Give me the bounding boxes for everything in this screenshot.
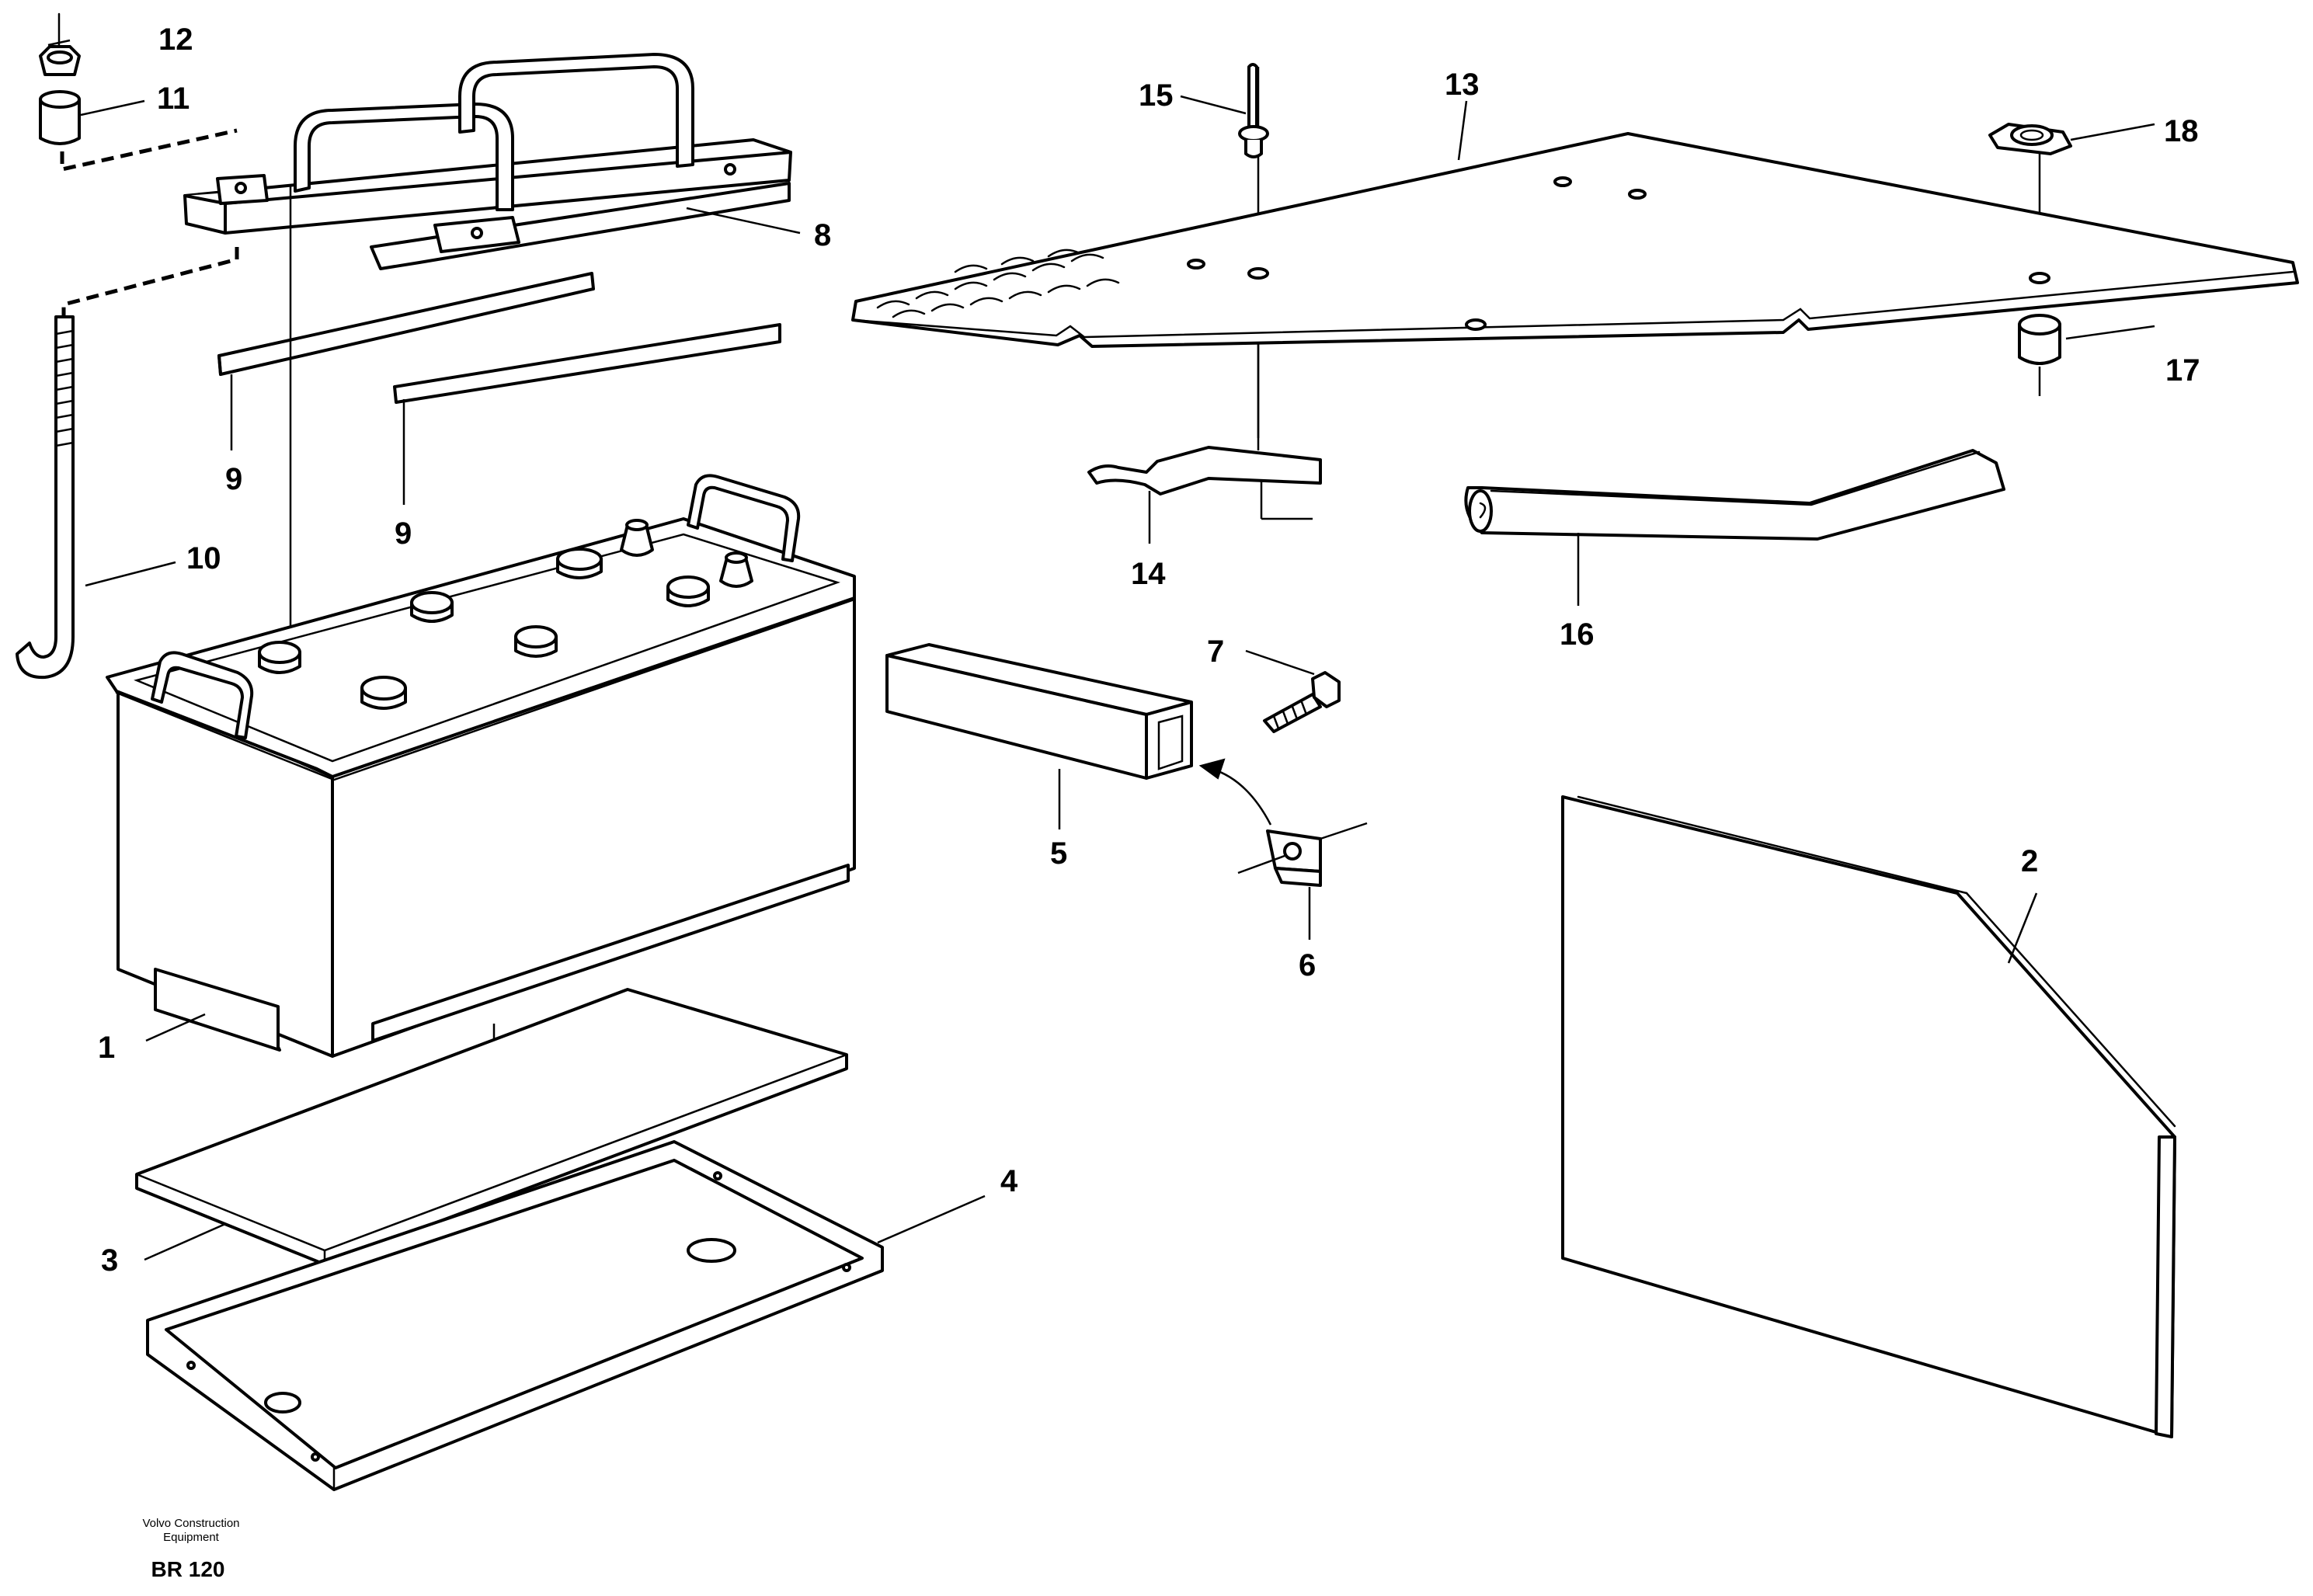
part-18-clip xyxy=(1988,123,2072,155)
callout-13: 13 xyxy=(1445,68,1480,102)
part-15-rivet xyxy=(1238,63,1269,158)
callout-1: 1 xyxy=(98,1031,115,1065)
callout-5: 5 xyxy=(1050,836,1067,871)
tread-pattern xyxy=(876,249,1120,318)
callout-4: 4 xyxy=(1000,1164,1018,1198)
callout-14: 14 xyxy=(1131,557,1166,591)
part-16-profile xyxy=(1464,449,2005,541)
footer-brand-line2: Equipment xyxy=(163,1531,220,1544)
callout-labels: 1 2 3 4 5 6 7 8 9 9 10 11 12 13 14 15 16… xyxy=(98,23,2200,1278)
part-8-bracket xyxy=(183,53,792,270)
part-9-strip-lower xyxy=(393,323,781,404)
part-7-screw xyxy=(1245,649,1341,733)
callout-18: 18 xyxy=(2164,114,2199,148)
part-12-nut xyxy=(39,12,81,76)
callout-16: 16 xyxy=(1560,617,1595,652)
callout-12: 12 xyxy=(158,23,193,57)
part-17-spacer xyxy=(2018,314,2061,365)
callout-8: 8 xyxy=(814,218,831,252)
footer-code: BR 120 xyxy=(151,1557,225,1581)
battery-caps xyxy=(258,548,710,710)
leader-lines xyxy=(47,39,2155,1261)
callout-17: 17 xyxy=(2165,353,2200,388)
callout-7: 7 xyxy=(1207,635,1224,669)
part-6-clip xyxy=(1237,822,1368,887)
footer: Volvo Construction Equipment BR 120 xyxy=(142,1517,239,1581)
callout-9b: 9 xyxy=(395,516,412,551)
part-3-mat xyxy=(135,988,848,1266)
part-5-tube xyxy=(885,643,1193,780)
part-11-spacer xyxy=(39,90,81,145)
footer-brand-line1: Volvo Construction xyxy=(142,1517,239,1530)
part-2-panel xyxy=(1561,795,2176,1438)
arrow-icon xyxy=(1198,758,1272,826)
part-10-rod xyxy=(16,315,75,680)
part-1-battery xyxy=(106,474,856,1058)
battery-terminals xyxy=(620,519,753,588)
part-4-tray xyxy=(146,1140,884,1491)
part-9-strip-upper xyxy=(217,272,595,376)
callout-10: 10 xyxy=(186,541,221,575)
callout-11: 11 xyxy=(157,82,190,116)
callout-15: 15 xyxy=(1139,78,1174,113)
callout-6: 6 xyxy=(1299,948,1316,982)
part-13-plate xyxy=(851,132,2299,348)
callout-2: 2 xyxy=(2021,844,2038,878)
part-14-bracket xyxy=(1087,446,1322,520)
callout-3: 3 xyxy=(101,1243,118,1278)
callout-9a: 9 xyxy=(225,462,242,496)
